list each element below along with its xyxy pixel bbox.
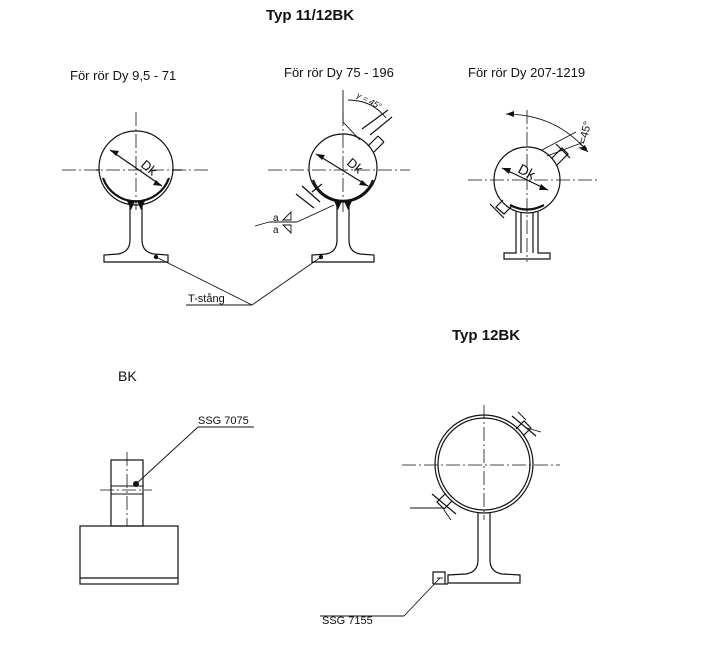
angle-label-medium: γ = 45° bbox=[355, 90, 384, 112]
view-bk-detail: SSG 7075 bbox=[79, 415, 254, 585]
angle-label-large: γ=45° bbox=[575, 120, 594, 151]
view-typ12bk-detail: SSG 7155 bbox=[320, 405, 560, 627]
ssg-7155-label: SSG 7155 bbox=[322, 615, 373, 627]
t-bar-label: T-stång bbox=[188, 293, 225, 305]
dk-label-large: Dk bbox=[516, 161, 540, 184]
dk-label-small: Dk bbox=[138, 157, 160, 179]
weld-a-label-1: a bbox=[273, 213, 279, 224]
title-bk: BK bbox=[118, 368, 137, 384]
view-large-pipe: För rör Dy 207-1219 γ=45° Dk bbox=[468, 65, 600, 262]
ssg-7075-label: SSG 7075 bbox=[198, 415, 249, 427]
title-typ-11-12bk: Typ 11/12BK bbox=[266, 7, 354, 24]
view-medium-pipe: För rör Dy 75 - 196 γ = 45° Dk a a bbox=[254, 65, 410, 263]
view-small-pipe: För rör Dy 9,5 - 71 Dk bbox=[62, 68, 210, 263]
t-bar-callout: T-stång bbox=[155, 256, 322, 306]
caption-large: För rör Dy 207-1219 bbox=[468, 65, 585, 80]
title-typ-12bk: Typ 12BK bbox=[452, 327, 520, 344]
weld-a-label-2: a bbox=[273, 225, 279, 236]
caption-medium: För rör Dy 75 - 196 bbox=[284, 65, 394, 80]
caption-small: För rör Dy 9,5 - 71 bbox=[70, 68, 176, 83]
